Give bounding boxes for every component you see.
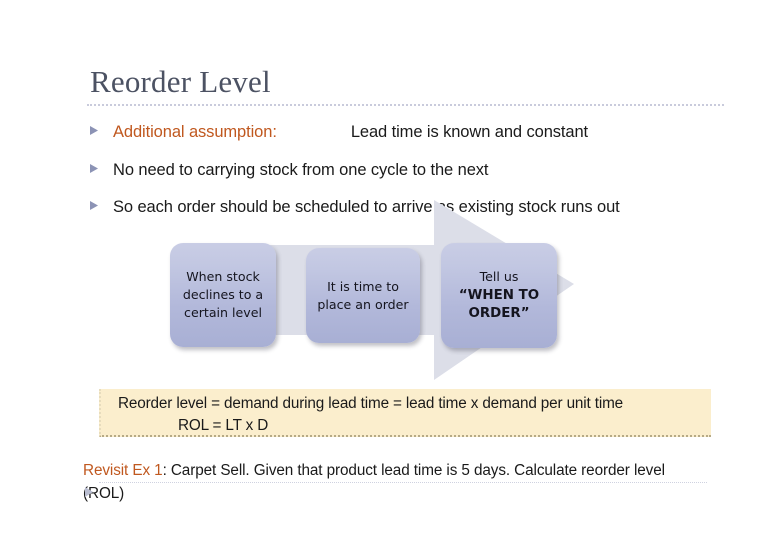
- footer-example-note: Revisit Ex 1: Carpet Sell. Given that pr…: [83, 459, 703, 506]
- process-box-time-to-place-order[interactable]: It is time to place an order: [306, 248, 420, 343]
- triangle-bullet-icon: [90, 126, 98, 135]
- process-box-tell-us-when-to-order[interactable]: Tell us “WHEN TO ORDER”: [441, 243, 557, 348]
- formula-callout: Reorder level = demand during lead time …: [99, 389, 711, 437]
- bullet-text-3: So each order should be scheduled to arr…: [113, 198, 620, 217]
- process-box-label-3-lead: Tell us: [479, 268, 519, 284]
- title-divider: [87, 104, 724, 106]
- triangle-bullet-icon: [90, 201, 98, 211]
- footer-divider: [99, 482, 707, 483]
- bullet-item-1: Additional assumption: Lead time is known…: [90, 119, 730, 146]
- process-box-when-stock-declines[interactable]: When stock declines to a certain level: [170, 243, 276, 347]
- bullet-rest-1: Lead time is known and constant: [350, 123, 589, 141]
- bullet-text-1: Additional assumption: Lead time is known…: [113, 119, 588, 146]
- process-box-label-3-main: “WHEN TO ORDER”: [458, 287, 540, 322]
- bullet-lead-1: Additional assumption:: [113, 123, 277, 141]
- process-box-label-3: Tell us “WHEN TO ORDER”: [441, 268, 557, 324]
- formula-line-1: Reorder level = demand during lead time …: [118, 395, 624, 412]
- bullet-text-2: No need to carrying stock from one cycle…: [113, 160, 489, 179]
- formula-line-2: ROL = LT x D: [101, 415, 711, 437]
- bullet-item-2: No need to carrying stock from one cycle…: [90, 157, 730, 184]
- process-box-label-1: When stock declines to a certain level: [182, 269, 264, 320]
- bullet-list: Additional assumption: Lead time is known…: [90, 119, 730, 232]
- process-box-label-2: It is time to place an order: [317, 278, 409, 312]
- page-title: Reorder Level: [90, 64, 271, 99]
- formula-line-2-text: ROL = LT x D: [178, 416, 269, 434]
- bullet-item-3: So each order should be scheduled to arr…: [90, 194, 730, 221]
- footer-example-text: : Carpet Sell. Given that product lead t…: [83, 462, 665, 503]
- stray-triangle-bullet-icon: [85, 487, 93, 497]
- footer-example-label: Revisit Ex 1: [83, 462, 163, 479]
- triangle-bullet-icon: [90, 163, 98, 173]
